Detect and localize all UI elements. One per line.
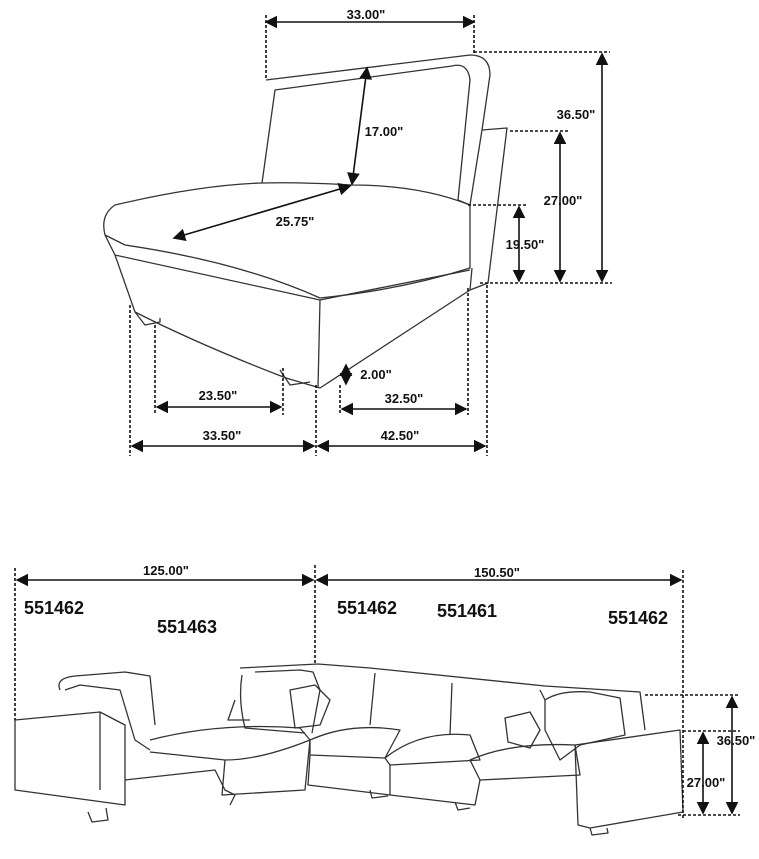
seat-depth-label: 25.75"	[276, 214, 315, 229]
right-length-label: 150.50"	[474, 565, 520, 580]
dimension-arrow	[347, 66, 372, 186]
inner-width-label: 23.50"	[199, 388, 238, 403]
dimension-arrow	[172, 183, 352, 241]
base-depth-label: 42.50"	[381, 428, 420, 443]
inner-depth-label: 32.50"	[385, 391, 424, 406]
left-length-label: 125.00"	[143, 563, 189, 578]
sku-label: 551461	[437, 601, 497, 621]
sectional-sofa-drawing	[14, 663, 684, 836]
sku-label: 551462	[608, 608, 668, 628]
back-height-label: 17.00"	[365, 124, 404, 139]
seat-height-label: 19.50"	[506, 237, 545, 252]
sectional-height-label: 36.50"	[717, 733, 756, 748]
sku-label: 551462	[24, 598, 84, 618]
sku-label: 551462	[337, 598, 397, 618]
arm-height-label: 27.00"	[544, 193, 583, 208]
chair-height-label: 36.50"	[557, 107, 596, 122]
chair-width-label: 33.00"	[347, 7, 386, 22]
sectional-arm-height-label: 27.00"	[687, 775, 726, 790]
base-width-label: 33.50"	[203, 428, 242, 443]
sku-label: 551463	[157, 617, 217, 637]
dimension-lines	[14, 15, 740, 820]
leg-height-label: 2.00"	[360, 367, 391, 382]
